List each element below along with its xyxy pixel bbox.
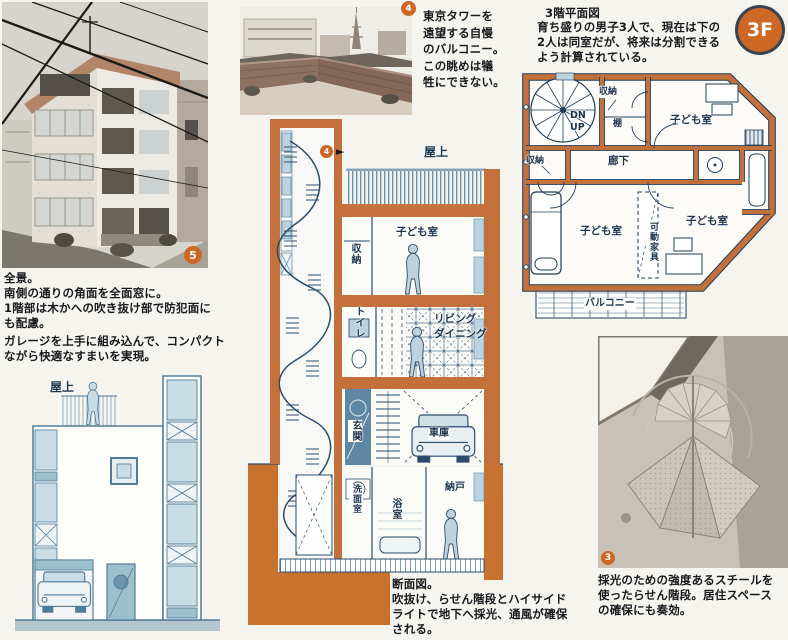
power-lines [2, 2, 208, 189]
desk [705, 83, 739, 116]
bed [748, 153, 766, 207]
section-storage-label: 収納 [349, 243, 360, 265]
background-building [2, 120, 34, 235]
section-toilet-label: トイレ [353, 306, 364, 339]
caption-garage-concept: ガレージを上手に組み込んで、コンパクト ながら快適なすまいを実現。 [4, 334, 226, 363]
section-3f [342, 217, 485, 295]
caption-overview: 全景。 南側の通りの角面を全面窓に。 1階部は木かへの吹き抜け部で防犯面に も配… [4, 271, 212, 330]
caption-balcony: 東京タワーを 遠望する自慢 のバルコニー。 この眺めは犠 牲にできない。 [423, 9, 505, 89]
plan-description: 育ち盛りの男子3人で、現在は下の 2人は同室だが、将来は分割できる よう計算され… [537, 20, 721, 64]
light-shaft [381, 309, 403, 375]
skylight-frame [650, 336, 718, 406]
tokyo-tower [350, 7, 363, 49]
section-1f [342, 389, 484, 465]
entry-door [106, 563, 136, 621]
spiral-staircase [627, 374, 761, 540]
toilet-fixture [351, 349, 367, 369]
section-bathroom-label: 浴室 [390, 498, 401, 520]
section-garage-label: 車庫 [428, 428, 450, 440]
callout-lines [541, 99, 617, 175]
garage-opening [34, 559, 94, 621]
wall-detail [621, 513, 631, 523]
caption-section: 断面図。 吹抜け、らせん階段とハイサイド ライトで地下へ採光、通風が確保 される… [392, 577, 568, 636]
bed [530, 191, 562, 275]
wall-vents [523, 104, 529, 270]
shrub [110, 243, 134, 257]
balcony-parapet [240, 57, 412, 103]
spiral-stair-photo [598, 336, 788, 568]
section-drawing [248, 113, 503, 625]
section-entrance-label: 玄関 [348, 420, 362, 442]
plan-storage-left-label: 収納 [526, 156, 545, 166]
photo-number-badge-3: 3 [601, 551, 615, 565]
bathtub [379, 536, 421, 554]
city-building [320, 35, 350, 59]
section-storeroom-label: 納戸 [444, 482, 466, 494]
plan-spiral-stair [530, 77, 596, 143]
plan-toilet [707, 157, 723, 173]
plan-dn-up-label: DN UP [570, 110, 586, 133]
photo-number-badge-5: 5 [184, 246, 202, 264]
building-exterior-illustration [2, 2, 208, 268]
braced-tower-panels [166, 379, 198, 619]
car [37, 571, 92, 613]
ground [15, 620, 220, 631]
plan-kids-room-br-label: 子ども室 [686, 215, 728, 227]
planter [381, 94, 399, 104]
desk [665, 237, 703, 275]
caption-spiral: 採光のための強度あるスチールを 使ったらせん階段。居住スペース の確保にも奏効。 [598, 573, 774, 617]
section-washroom-label: 洗面室 [349, 484, 363, 514]
main-building [24, 54, 180, 248]
section-2f [342, 307, 485, 378]
plan-kids-room-tr-label: 子ども室 [670, 114, 712, 126]
balcony-floor [240, 81, 412, 115]
car [411, 414, 476, 463]
section-marker: 4 ► [320, 145, 344, 158]
floor-badge-3f: 3F [735, 5, 785, 55]
window [555, 72, 575, 81]
exterior-wall [484, 217, 500, 465]
plan-movable-furniture-label: 可動家具 [646, 222, 660, 262]
plan-heading: 3階平面図 [545, 6, 601, 20]
building-exterior-photo [2, 2, 208, 268]
door-arcs [537, 91, 679, 209]
person-figure [442, 508, 460, 560]
shrub [54, 233, 74, 247]
elevation-rooftop-label: 屋上 [50, 380, 75, 394]
planter [244, 86, 260, 96]
section-kids-room-label: 子ども室 [396, 226, 438, 238]
shelf-unit [744, 129, 764, 146]
roof-railing [346, 171, 486, 204]
person-figure [86, 381, 100, 425]
section-number-badge-4: 4 [320, 145, 333, 158]
plan-kids-room-bl-label: 子ども室 [580, 225, 622, 237]
plan-corridor-label: 廊下 [608, 155, 629, 167]
neighbor-building [177, 80, 208, 242]
person-figure [404, 243, 422, 295]
roof-railing [61, 395, 117, 426]
direction-arrow: ► [336, 145, 345, 158]
balcony-photo [240, 7, 412, 115]
floor-plan-3f [516, 62, 786, 320]
plan-balcony-label: バルコニー [584, 298, 636, 310]
garage-elevation-drawing [15, 368, 220, 633]
city-building [378, 31, 406, 55]
balconies [34, 74, 94, 227]
roof-band [24, 54, 180, 114]
shrub [159, 234, 177, 246]
section-living-dining-label: リビング ダイニング [434, 313, 487, 340]
tower-windows [280, 130, 293, 276]
plan-shelf-label: 棚 [612, 118, 624, 130]
plan-storage-top-label: 収納 [598, 86, 619, 98]
straight-stair [376, 391, 400, 463]
basement-floor [279, 558, 485, 573]
photo-number-badge-4: 4 [401, 1, 416, 16]
section-rooftop-label: 屋上 [424, 145, 449, 159]
earth [248, 464, 503, 625]
person-figure [408, 326, 426, 378]
planter [303, 75, 317, 83]
